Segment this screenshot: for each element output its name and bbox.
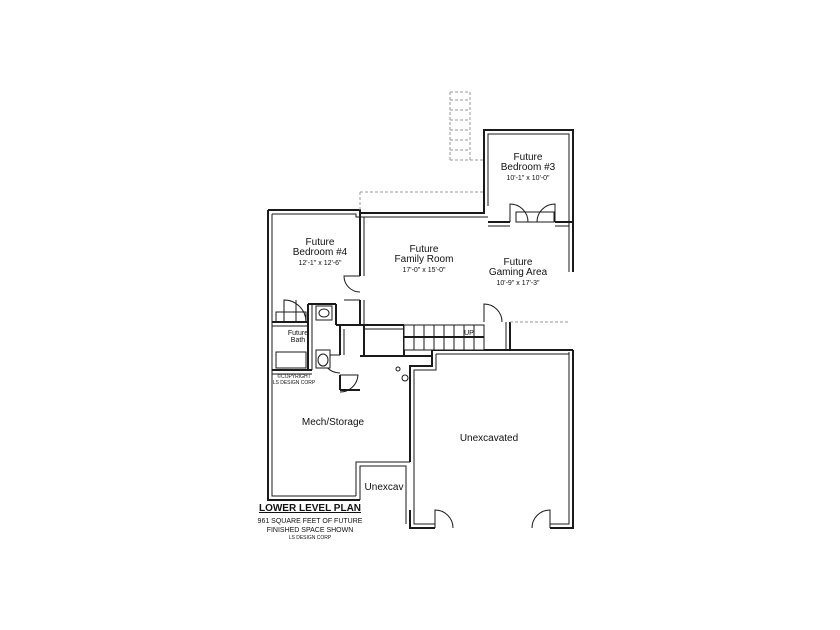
gaming-label-line1: Future	[504, 257, 533, 268]
bath-fixtures	[275, 305, 409, 382]
gaming-dimension: 10'-9" x 17'-3"	[496, 280, 540, 287]
gaming-label-line2: Gaming Area	[489, 267, 548, 278]
bath-label-line2: Bath	[291, 337, 306, 344]
closets	[275, 211, 555, 323]
bedroom3-label-line2: Bedroom #3	[501, 162, 556, 173]
family-label-line2: Family Room	[395, 254, 454, 265]
bedroom4-label-line1: Future	[306, 237, 335, 248]
stair-up-label: UP	[464, 330, 474, 337]
bath-label-line1: Future	[288, 330, 308, 337]
bedroom4-dimension: 12'-1" x 12'-6"	[298, 260, 342, 267]
deck-outline	[359, 91, 484, 210]
mech-label: Mech/Storage	[302, 417, 365, 428]
bedroom3-label-line1: Future	[514, 152, 543, 163]
room-labels: Future Bedroom #3 10'-1" x 10'-0" Future…	[288, 152, 556, 493]
stairs	[403, 324, 485, 351]
plan-subtitle-line3: LS DESIGN CORP	[289, 535, 332, 541]
bedroom3-dimension: 10'-1" x 10'-0"	[506, 175, 550, 182]
copyright-note: ©COPYRIGHT LS DESIGN CORP	[273, 373, 316, 386]
plan-title: LOWER LEVEL PLAN	[259, 503, 361, 514]
plan-subtitle-line2: FINISHED SPACE SHOWN	[267, 527, 354, 534]
bedroom4-label-line2: Bedroom #4	[293, 247, 348, 258]
exterior-walls	[267, 129, 574, 529]
unexcav-label: Unexcav	[365, 482, 404, 493]
family-dimension: 17'-0" x 15'-0"	[402, 267, 446, 274]
copyright-line1: ©COPYRIGHT	[277, 373, 310, 380]
title-block: LOWER LEVEL PLAN 961 SQUARE FEET OF FUTU…	[258, 503, 363, 541]
plan-subtitle-line1: 961 SQUARE FEET OF FUTURE	[258, 518, 363, 525]
unexcavated-label: Unexcavated	[460, 433, 518, 444]
family-label-line1: Future	[410, 244, 439, 255]
floor-drain-icon	[395, 366, 401, 372]
copyright-line2: LS DESIGN CORP	[273, 380, 316, 386]
